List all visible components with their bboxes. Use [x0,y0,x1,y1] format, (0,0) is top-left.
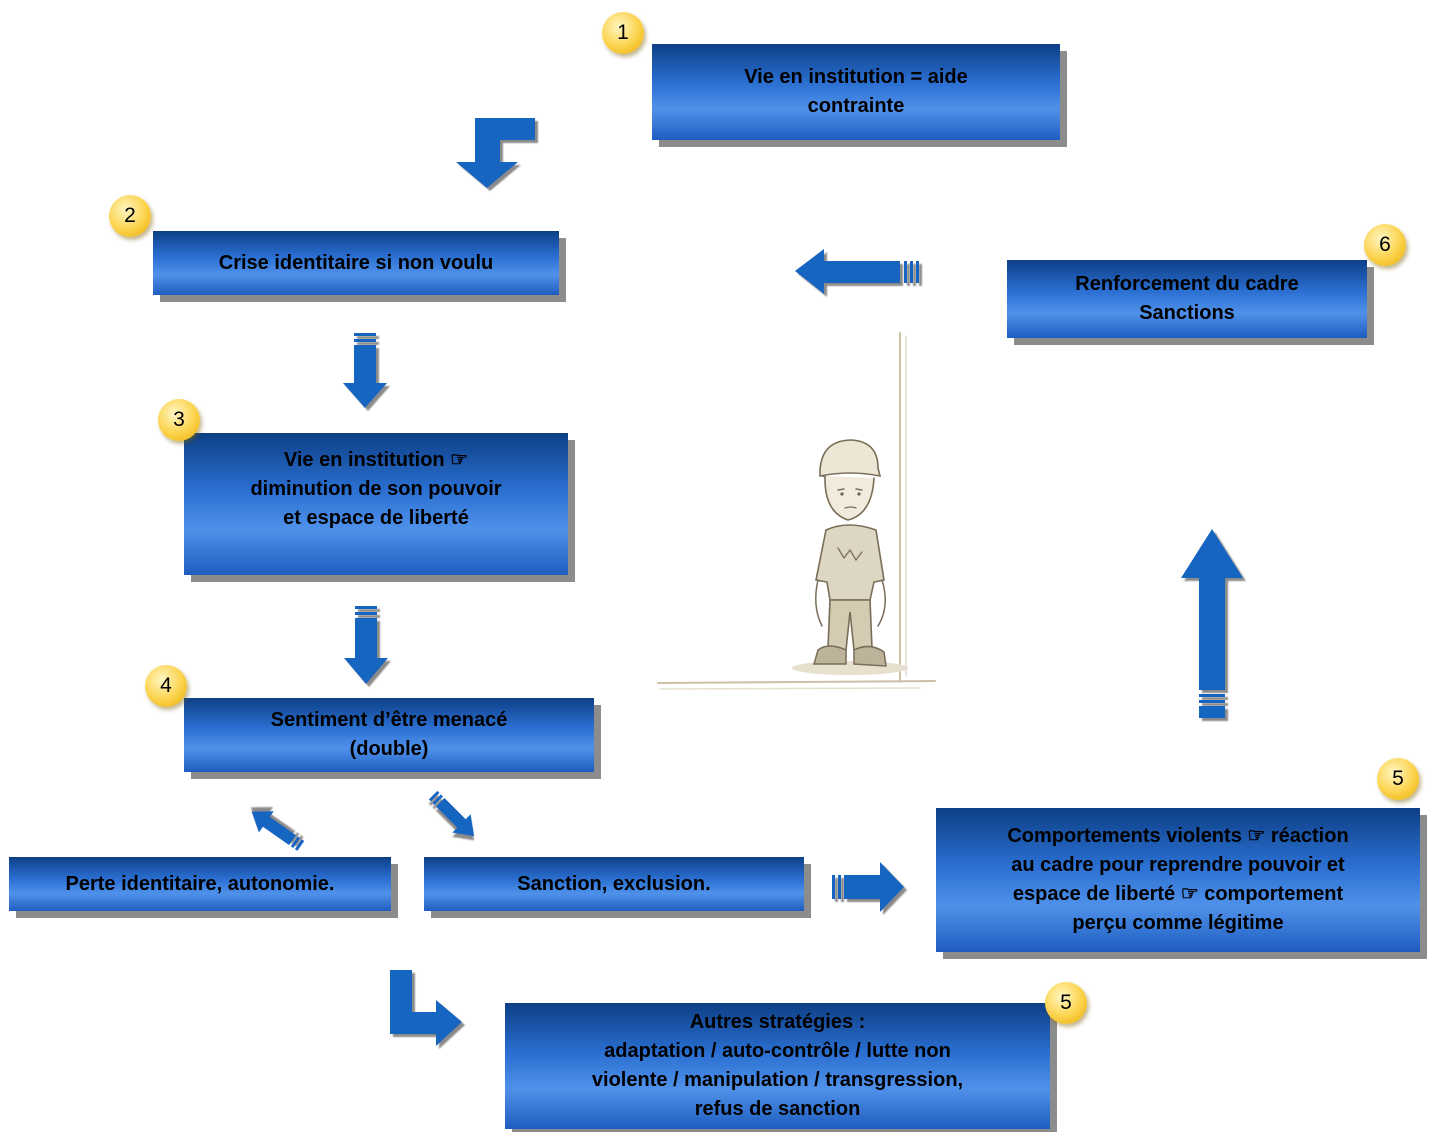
step-5-strategies-badge: 5 [1045,982,1087,1024]
arrow-step4-to-sanction [428,790,475,837]
step-1-text: Vie en institution = aide contrainte [744,66,968,117]
outcome-loss-box: Perte identitaire, autonomie. [9,857,391,911]
step-4-badge: 4 [145,665,187,707]
arrow-step4-to-loss [251,811,305,851]
arrow-step2-to-step3 [343,333,387,408]
step-5-violence-box: Comportements violents ☞ réaction au cad… [936,808,1420,952]
arrow-sanction-to-violence [832,862,904,912]
step-5-violence-text: Comportements violents ☞ réaction au cad… [1007,825,1349,934]
step-2-box: Crise identitaire si non voulu [153,231,559,295]
step-6-box: Renforcement du cadre Sanctions [1007,260,1367,338]
outcome-sanction-box: Sanction, exclusion. [424,857,804,911]
step-4-box: Sentiment d’être menacé (double) [184,698,594,772]
step-1-badge: 1 [602,12,644,54]
step-6-badge: 6 [1364,224,1406,266]
step-5-violence-badge: 5 [1377,758,1419,800]
arrow-step6-to-step2 [795,249,919,294]
step-6-text: Renforcement du cadre Sanctions [1075,273,1299,324]
step-4-text: Sentiment d’être menacé (double) [270,709,508,760]
step-5-strategies-box: Autres stratégies : adaptation / auto-co… [505,1003,1050,1129]
step-3-box: Vie en institution ☞ diminution de son p… [184,433,568,575]
arrow-step4-to-strategies [390,970,462,1046]
arrow-violence-to-step6 [1181,529,1243,718]
step-3-badge: 3 [158,399,200,441]
step-2-badge: 2 [109,195,151,237]
step-3-text: Vie en institution ☞ diminution de son p… [250,448,502,529]
step-1-box: Vie en institution = aide contrainte [652,44,1060,140]
arrow-step1-to-step2 [456,118,535,188]
boy-illustration [657,332,936,690]
step-5-strategies-text: Autres stratégies : adaptation / auto-co… [591,1011,964,1120]
arrow-step3-to-step4 [344,606,388,684]
